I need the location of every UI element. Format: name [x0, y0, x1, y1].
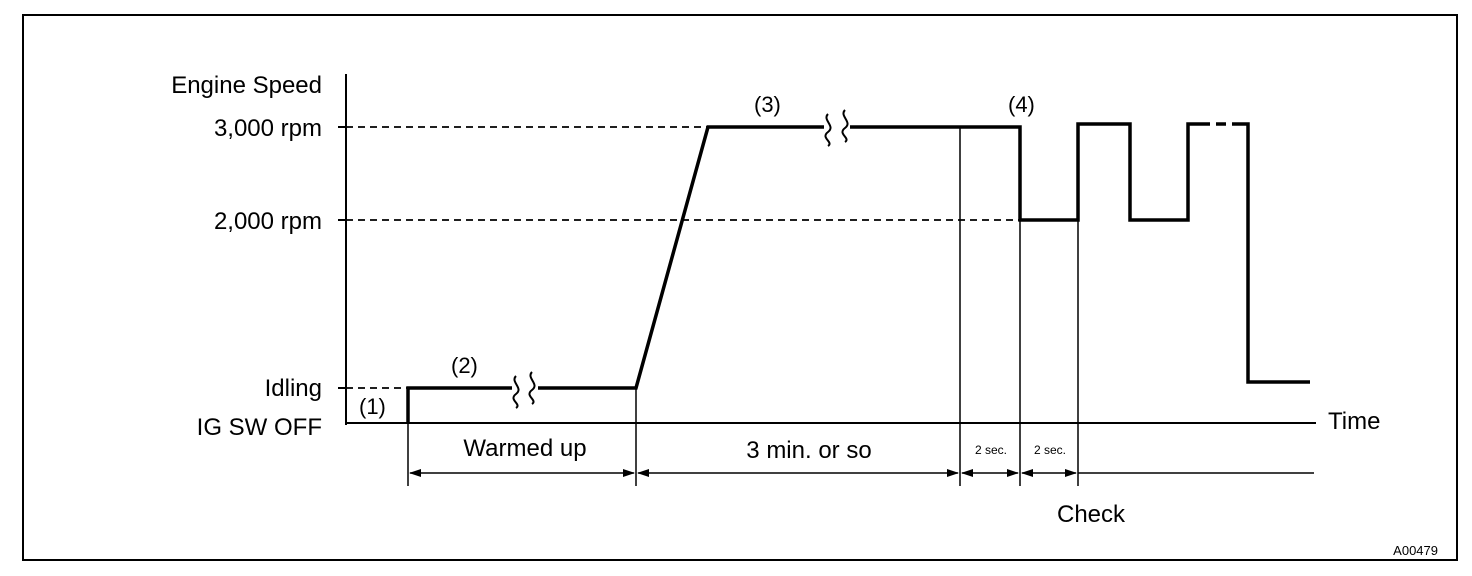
interval-label-3-min: 3 min. or so — [746, 437, 871, 464]
step-label-4: (4) — [1008, 92, 1035, 117]
speed-trace-check — [850, 122, 1200, 222]
interval-label-warmed-up: Warmed up — [463, 435, 586, 462]
y-label-2000-rpm: 2,000 rpm — [214, 208, 322, 235]
y-label-3000-rpm: 3,000 rpm — [214, 115, 322, 142]
y-label-ig-sw-off: IG SW OFF — [197, 414, 322, 441]
break-symbol-3000 — [824, 109, 849, 147]
step-label-1: (1) — [359, 394, 386, 419]
interval-label-2-sec-a: 2 sec. — [975, 443, 1007, 457]
break-symbol-idle — [512, 371, 536, 409]
step-label-2: (2) — [451, 353, 478, 378]
speed-trace-final — [1240, 122, 1310, 384]
x-axis-label: Time — [1328, 408, 1380, 435]
speed-trace-ramp — [538, 125, 824, 390]
figure-code: A00479 — [1393, 543, 1438, 558]
step-label-3: (3) — [754, 92, 781, 117]
figure-frame — [22, 14, 1458, 561]
y-axis-title: Engine Speed — [171, 72, 322, 99]
interval-label-2-sec-b: 2 sec. — [1034, 443, 1066, 457]
speed-trace-warmup — [406, 386, 512, 423]
interval-label-check: Check — [1057, 501, 1126, 528]
y-label-idling: Idling — [265, 375, 322, 402]
